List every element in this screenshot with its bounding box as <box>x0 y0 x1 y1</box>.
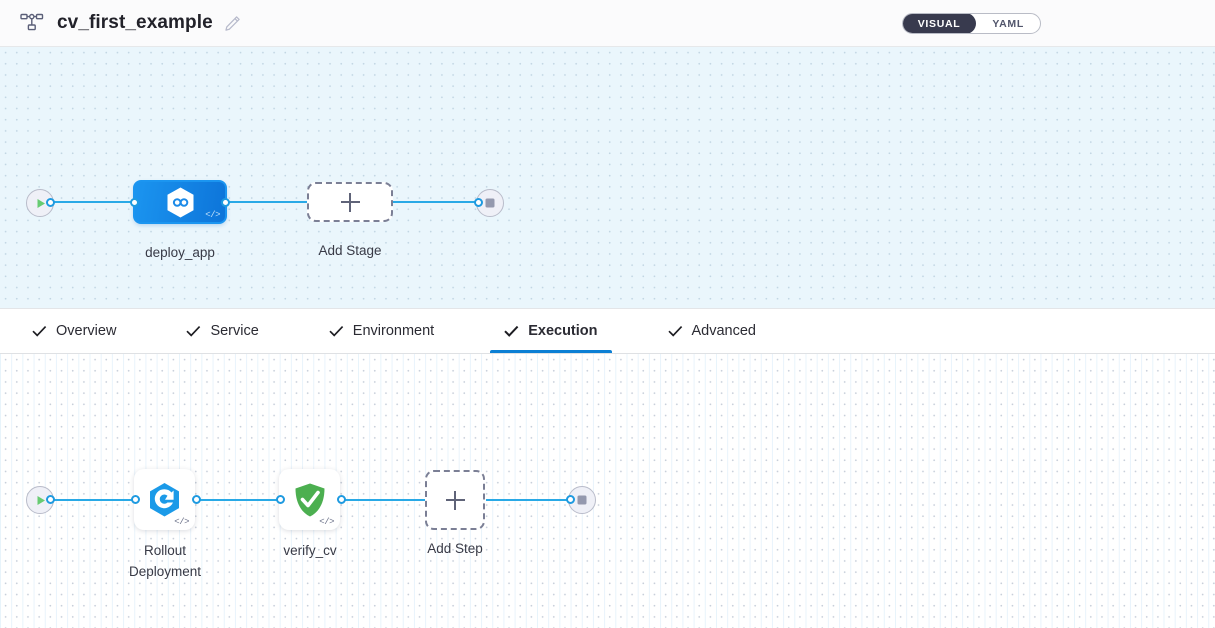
check-icon <box>504 325 519 337</box>
tab-overview[interactable]: Overview <box>18 309 130 353</box>
header-bar: cv_first_example VISUAL YAML <box>0 0 1215 47</box>
tab-service[interactable]: Service <box>172 309 272 353</box>
step-label-rollout-deployment: Rollout Deployment <box>128 543 202 579</box>
edge-rollout-to-verify <box>196 499 284 502</box>
page-title: cv_first_example <box>57 12 213 33</box>
connector-dot-deploy-in[interactable] <box>130 198 139 207</box>
green-shield-check-icon <box>295 483 324 516</box>
connector-dot-end[interactable] <box>474 198 483 207</box>
plus-icon <box>340 192 360 212</box>
add-step-node[interactable] <box>425 470 485 530</box>
play-icon <box>37 495 45 505</box>
stop-icon <box>577 495 587 505</box>
connector-dot-verify-out[interactable] <box>337 495 346 504</box>
play-icon <box>37 198 45 208</box>
tab-label-execution: Execution <box>528 323 598 339</box>
edge-start-to-rollout <box>50 499 138 502</box>
edge-start-to-deploy <box>50 201 136 204</box>
check-icon <box>667 325 683 337</box>
stage-config-tabs: Overview Service Environment Execution <box>0 308 1215 354</box>
tab-execution[interactable]: Execution <box>490 309 612 353</box>
connector-dot-rollout-in[interactable] <box>131 495 140 504</box>
connector-dot-deploy-out[interactable] <box>221 198 230 207</box>
add-step-label: Add Step <box>427 541 483 556</box>
check-icon <box>329 325 344 337</box>
code-badge-rollout[interactable]: </> <box>174 517 189 527</box>
tab-label-environment: Environment <box>352 323 435 339</box>
harness-hexagon-icon <box>167 187 193 217</box>
execution-steps-canvas[interactable]: </> Rollout Deployment </> verify_cv Add… <box>0 354 1215 628</box>
toggle-visual[interactable]: VISUAL <box>902 14 977 33</box>
toggle-yaml[interactable]: YAML <box>992 17 1024 30</box>
code-badge-deploy-app[interactable]: </> <box>205 210 220 220</box>
edge-deploy-to-addstage <box>226 201 308 204</box>
add-stage-label: Add Stage <box>318 243 382 258</box>
pencil-edit-icon[interactable] <box>224 15 241 32</box>
add-stage-node[interactable] <box>307 182 393 222</box>
stage-node-deploy-app[interactable]: </> <box>133 180 227 224</box>
step-node-rollout-deployment[interactable]: </> <box>134 469 195 530</box>
connector-dot-rollout-out[interactable] <box>192 495 201 504</box>
edge-addstep-to-end <box>486 499 572 502</box>
tab-label-overview: Overview <box>56 323 117 339</box>
code-badge-verify-cv[interactable]: </> <box>319 517 334 527</box>
connector-dot-exec-end[interactable] <box>566 495 575 504</box>
stage-label-deploy-app: deploy_app <box>145 245 215 260</box>
active-tab-underline <box>490 350 612 353</box>
stop-icon <box>485 198 495 208</box>
view-mode-toggle[interactable]: VISUAL YAML <box>901 13 1041 34</box>
pipeline-hierarchy-icon <box>20 12 44 34</box>
connector-dot-exec-start[interactable] <box>46 495 55 504</box>
connector-dot-verify-in[interactable] <box>276 495 285 504</box>
step-label-verify-cv: verify_cv <box>283 543 337 558</box>
check-icon <box>32 325 47 337</box>
check-icon <box>186 325 201 337</box>
edge-addstage-to-end <box>392 201 480 204</box>
rollout-deployment-icon <box>150 483 179 517</box>
tab-label-advanced: Advanced <box>691 323 757 339</box>
stage-canvas[interactable]: </> deploy_app Add Stage <box>0 47 1215 308</box>
tab-environment[interactable]: Environment <box>315 309 448 353</box>
step-node-verify-cv[interactable]: </> <box>279 469 340 530</box>
plus-icon <box>445 490 465 510</box>
tab-advanced[interactable]: Advanced <box>654 309 771 353</box>
edge-verify-to-addstep <box>341 499 426 502</box>
connector-dot-start[interactable] <box>46 198 55 207</box>
tab-label-service: Service <box>210 323 259 339</box>
